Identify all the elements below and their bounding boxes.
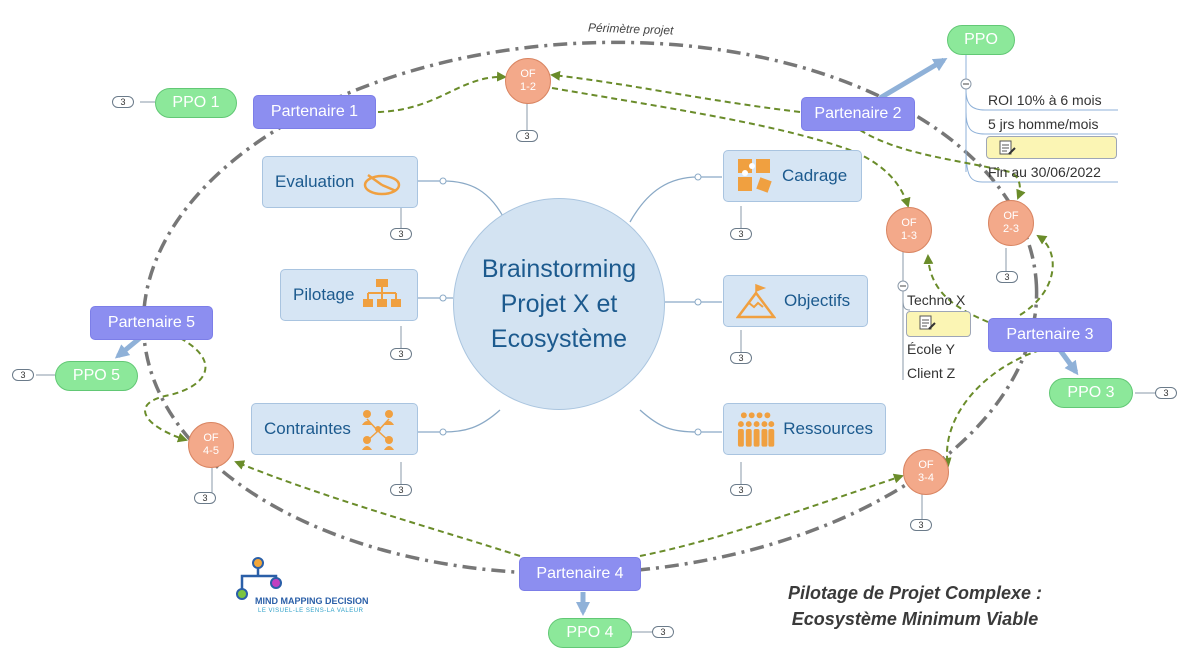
of-node-3-4[interactable]: OF 3-4	[903, 449, 949, 495]
badge-ppo-4[interactable]: 3	[652, 626, 674, 638]
topic-pilotage[interactable]: Pilotage	[280, 269, 418, 321]
of-node-2-3-label-2: 2-3	[1003, 223, 1019, 235]
of-node-1-3-label-1: OF	[901, 217, 917, 229]
badge-cadrage[interactable]: 3	[730, 228, 752, 240]
badge-of-1-2[interactable]: 3	[516, 130, 538, 142]
ppo-detail-effort: 5 jrs homme/mois	[988, 116, 1099, 132]
topic-objectifs[interactable]: Objectifs	[723, 275, 868, 327]
partner-1[interactable]: Partenaire 1	[253, 95, 376, 129]
ppo-note[interactable]	[986, 136, 1117, 159]
ppo-detail-end: Fin au 30/06/2022	[988, 164, 1101, 180]
ppo-node[interactable]: PPO	[947, 25, 1015, 55]
mountain-flag-icon	[736, 283, 776, 319]
of-node-4-5-label-2: 4-5	[203, 445, 219, 457]
badge-of-3-4[interactable]: 3	[910, 519, 932, 531]
topic-cadrage[interactable]: Cadrage	[723, 150, 862, 202]
ppo-4[interactable]: PPO 4	[548, 618, 632, 648]
perimeter-label: Périmètre projet	[587, 20, 674, 38]
note-icon	[919, 315, 936, 330]
of-node-4-5[interactable]: OF 4-5	[188, 422, 234, 468]
topic-ressources-label: Ressources	[783, 419, 873, 438]
partner-2[interactable]: Partenaire 2	[801, 97, 915, 131]
badge-ppo-3[interactable]: 3	[1155, 387, 1177, 399]
central-line-3: Ecosystème	[490, 324, 628, 353]
of13-detail-ecole: École Y	[907, 341, 955, 357]
badge-evaluation[interactable]: 3	[390, 228, 412, 240]
of-node-1-3-label-2: 1-3	[901, 230, 917, 242]
caption-line-1: Pilotage de Projet Complexe :	[787, 583, 1043, 603]
of13-detail-techno: Techno X	[907, 292, 966, 308]
org-chart-icon	[363, 279, 402, 307]
topic-pilotage-label: Pilotage	[293, 285, 355, 304]
of-node-4-5-label-1: OF	[203, 432, 219, 444]
of-node-2-3[interactable]: OF 2-3	[988, 200, 1034, 246]
topic-ressources[interactable]: Ressources	[723, 403, 886, 455]
topic-evaluation-label: Evaluation	[275, 172, 355, 191]
network-people-icon	[361, 410, 394, 450]
badge-ppo-5[interactable]: 3	[12, 369, 34, 381]
of-node-1-2[interactable]: OF 1-2	[505, 58, 551, 104]
badge-ressources[interactable]: 3	[730, 484, 752, 496]
badge-contraintes[interactable]: 3	[390, 484, 412, 496]
puzzle-icon	[738, 159, 772, 193]
badge-of-2-3[interactable]: 3	[996, 271, 1018, 283]
ppo-detail-roi: ROI 10% à 6 mois	[988, 92, 1102, 108]
partner-3[interactable]: Partenaire 3	[988, 318, 1112, 352]
badge-pilotage[interactable]: 3	[390, 348, 412, 360]
of-node-1-2-label-1: OF	[520, 68, 536, 80]
badge-objectifs[interactable]: 3	[730, 352, 752, 364]
logo-graph-icon	[236, 557, 282, 600]
central-line-2: Projet X et	[500, 289, 618, 318]
caption: Pilotage de Projet Complexe : Ecosystème…	[720, 580, 1110, 632]
partner-5[interactable]: Partenaire 5	[90, 306, 213, 340]
caption-line-2: Ecosystème Minimum Viable	[791, 609, 1039, 629]
badge-of-4-5[interactable]: 3	[194, 492, 216, 504]
pie-chart-icon	[364, 173, 401, 196]
partner-4[interactable]: Partenaire 4	[519, 557, 641, 591]
topic-contraintes[interactable]: Contraintes	[251, 403, 418, 455]
badge-ppo-1[interactable]: 3	[112, 96, 134, 108]
of-node-3-4-label-2: 3-4	[918, 472, 934, 484]
note-icon	[999, 140, 1016, 155]
central-line-1: Brainstorming	[481, 254, 637, 283]
crowd-icon	[737, 412, 775, 447]
of13-note[interactable]	[906, 311, 971, 337]
topic-objectifs-label: Objectifs	[784, 291, 851, 310]
topic-cadrage-label: Cadrage	[782, 166, 848, 185]
ppo-5[interactable]: PPO 5	[55, 361, 138, 391]
central-topic[interactable]: Brainstorming Projet X et Ecosystème	[453, 198, 665, 410]
ppo-1[interactable]: PPO 1	[155, 88, 237, 118]
mind-mapping-decision-logo: MIND MAPPING DECISION LE VISUEL-LE SENS-…	[232, 556, 392, 618]
of-node-1-3[interactable]: OF 1-3	[886, 207, 932, 253]
of-node-1-2-label-2: 1-2	[520, 81, 536, 93]
topic-contraintes-label: Contraintes	[264, 419, 351, 438]
of13-detail-client: Client Z	[907, 365, 956, 381]
of-node-3-4-label-1: OF	[918, 459, 934, 471]
of-node-2-3-label-1: OF	[1003, 210, 1019, 222]
topic-evaluation[interactable]: Evaluation	[262, 156, 418, 208]
ppo-3[interactable]: PPO 3	[1049, 378, 1133, 408]
logo-text: MIND MAPPING DECISION	[255, 596, 369, 606]
logo-tagline: LE VISUEL-LE SENS-LA VALEUR	[258, 608, 364, 614]
